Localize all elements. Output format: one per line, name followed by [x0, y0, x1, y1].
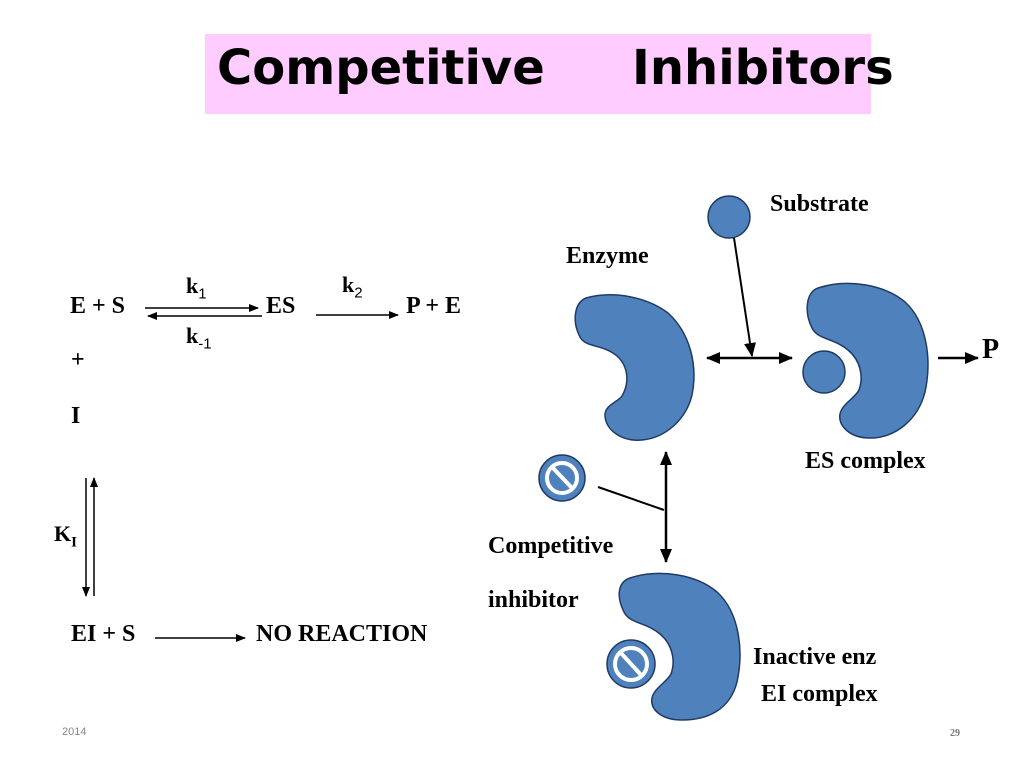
inactive-enz-label: Inactive enz: [753, 644, 877, 670]
footer-year: 2014: [62, 726, 87, 738]
bound-inhibitor-icon: [606, 639, 656, 689]
p-plus-e: P + E: [406, 293, 462, 319]
enzyme-shape: [574, 294, 695, 441]
rate-k2: k2: [342, 272, 363, 302]
substrate-arrow: [733, 237, 756, 357]
ki-equilibrium-arrows: [82, 477, 98, 597]
inhibitor-label: inhibitor: [488, 587, 579, 613]
substrate-label: Substrate: [770, 191, 869, 217]
ki-constant: KI: [54, 521, 77, 551]
enzyme-label: Enzyme: [566, 243, 649, 269]
bound-substrate-circle: [802, 350, 846, 394]
page-title-word1: Competitive: [217, 40, 545, 96]
ei-plus-s: EI + S: [71, 621, 136, 647]
no-reaction: NO REACTION: [256, 621, 428, 647]
page-number: 29: [950, 728, 960, 739]
plus-sign: +: [71, 347, 85, 373]
competitive-label: Competitive: [488, 533, 614, 559]
page-title-word2: Inhibitors: [632, 40, 894, 96]
title-banner: [205, 34, 871, 114]
rate-k1: k1: [186, 273, 207, 303]
es-complex-enzyme-shape: [806, 282, 929, 439]
rate-k-minus-1: k-1: [186, 323, 212, 353]
ei-complex-label: EI complex: [761, 681, 878, 707]
ei-complex-enzyme-shape: [618, 572, 741, 721]
substrate-circle: [707, 195, 751, 239]
inhibitor-pointer-line: [597, 486, 665, 511]
product-label: P: [982, 334, 1000, 365]
es-complex-label: ES complex: [805, 448, 926, 474]
es-label: ES: [266, 293, 296, 319]
e-plus-s: E + S: [70, 293, 126, 319]
inhibitor-symbol: I: [71, 403, 81, 429]
competitive-inhibitor-icon: [538, 454, 586, 502]
